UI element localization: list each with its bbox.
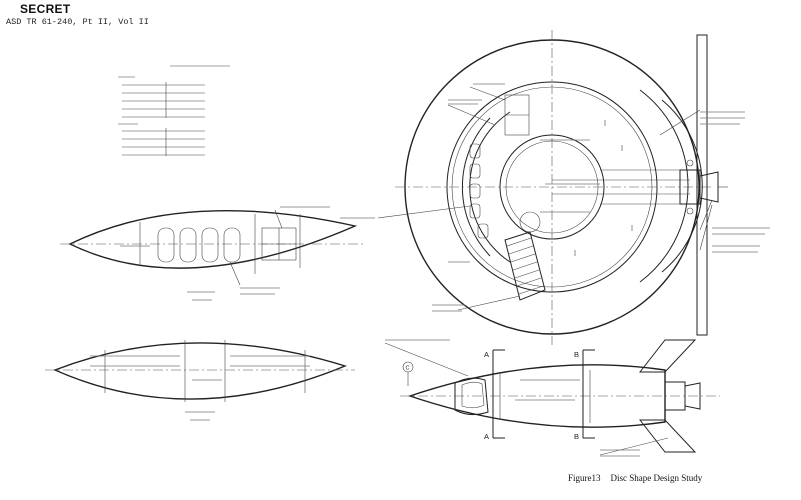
crew-seats <box>469 143 489 239</box>
section-mark-a-bottom: A <box>484 432 489 441</box>
figure-number: Figure13 <box>568 473 601 483</box>
section-mark-b-top: B <box>574 350 579 359</box>
section-mark-a-top: A <box>484 350 489 359</box>
section-mark-b-bottom: B <box>574 432 579 441</box>
document-reference: ASD TR 61-240, Pt II, Vol II <box>6 17 149 27</box>
section-b-b-view <box>45 340 355 402</box>
illegible-labels <box>90 83 770 457</box>
section-mark-c: C <box>406 366 410 372</box>
figure-title: Disc Shape Design Study <box>610 473 703 483</box>
figure-caption: Figure13 Disc Shape Design Study <box>568 473 702 483</box>
aerodynamic-data-table <box>118 65 230 156</box>
thrust-nozzles <box>679 159 728 215</box>
classification-marking: SECRET <box>20 2 71 16</box>
side-elevation-view <box>384 339 720 456</box>
section-a-a-view <box>60 209 365 286</box>
disc-plan-view <box>377 30 728 345</box>
